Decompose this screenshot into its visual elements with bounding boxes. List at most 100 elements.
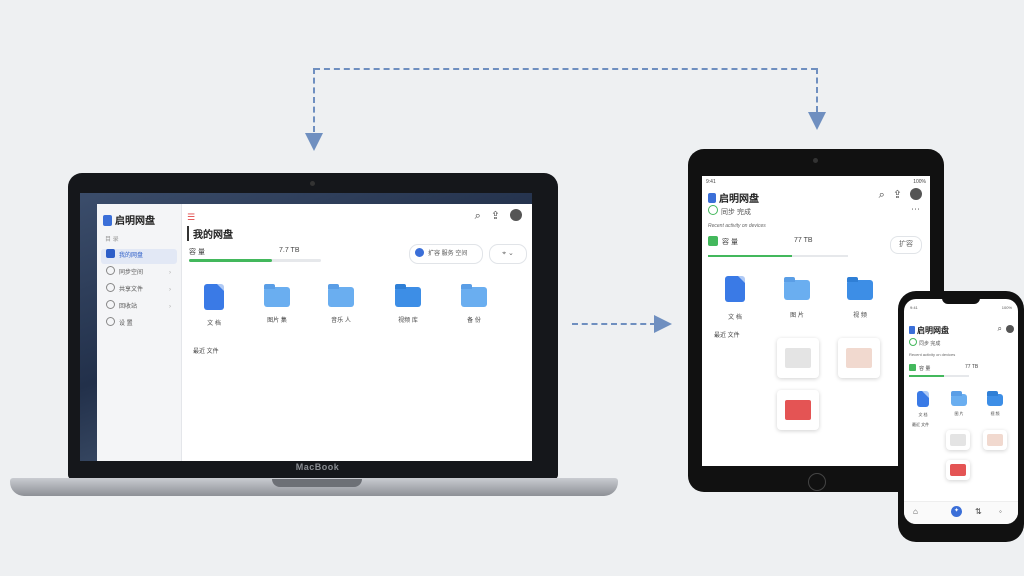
search-icon[interactable]: ⌕ [997, 324, 1002, 333]
phone-app-title: 启明网盘 [909, 325, 949, 336]
thumbnail-card[interactable] [983, 430, 1007, 450]
laptop-sidebar: 启明网盘 目 录 我的网盘 同步空间› 共享文件› 回收站› 设 置 [97, 204, 182, 461]
section-label: Recent activity on devices [708, 223, 766, 229]
laptop-base [10, 478, 618, 496]
file-item-folder[interactable]: 图 片 [944, 391, 974, 417]
phone-notch [942, 296, 980, 304]
storage-button[interactable]: 扩容 [890, 236, 922, 254]
location-button[interactable]: ⌖ ⌄ [489, 244, 527, 264]
phone-toolbar: ⌕ [994, 324, 1014, 334]
folder-icon [264, 284, 290, 307]
file-item-documents[interactable]: 文 档 [186, 284, 242, 327]
gear-icon [106, 317, 115, 326]
file-label: 备 份 [467, 318, 481, 324]
storage-value: 7.7 TB [279, 247, 300, 254]
doc-icon [725, 276, 745, 302]
logo-icon [708, 193, 716, 203]
status-time: 9:41 [706, 179, 716, 185]
storage-label: 容 量 [722, 239, 738, 246]
sidebar-item-trash[interactable]: 回收站 › [101, 300, 177, 315]
search-icon[interactable]: ⌕ [878, 189, 885, 201]
file-item-folder[interactable]: 视 频 [837, 277, 883, 319]
avatar[interactable] [910, 188, 922, 200]
file-item-folder[interactable]: 图片 集 [249, 284, 305, 324]
file-label: 图 片 [954, 411, 964, 416]
app-logo-text: 启明网盘 [115, 216, 155, 227]
phone-tab-bar: ⌂ ✦ ⇅ ◦ [904, 501, 1018, 524]
sidebar-item-label: 回收站 [119, 304, 138, 310]
storage-summary: 容 量 77 TB [708, 236, 854, 258]
storage-summary: 容 量 7.7 TB [189, 247, 319, 257]
file-label: 文 档 [728, 315, 742, 321]
app-logo[interactable]: 启明网盘 [103, 212, 155, 227]
section-label: Recent activity on devices [909, 352, 956, 357]
folder-icon [328, 284, 354, 307]
upgrade-button[interactable]: 扩容 服务 空间 [409, 244, 483, 264]
app-title-text: 启明网盘 [917, 326, 949, 335]
profile-icon[interactable]: ◦ [999, 507, 1002, 516]
recent-files-link[interactable]: 最近 文件 [912, 422, 930, 427]
page-title: 我的网盘 [187, 226, 233, 241]
sidebar-item-sync[interactable]: 同步空间› [101, 266, 177, 281]
file-item-folder[interactable]: 视频 库 [380, 284, 436, 324]
sync-status-label: 同步 完成 [721, 209, 751, 216]
info-icon [415, 248, 424, 257]
status-time: 9:41 [910, 305, 918, 310]
upload-icon[interactable]: ⇪ [490, 210, 500, 222]
storage-progress-bar [708, 255, 848, 257]
more-icon[interactable]: ⋯ [911, 204, 920, 214]
file-item-documents[interactable]: 文 档 [712, 276, 758, 321]
arrow-down-icon [808, 112, 826, 130]
avatar[interactable] [1006, 325, 1014, 333]
thumbnail-card[interactable] [838, 338, 880, 378]
file-item-documents[interactable]: 文 档 [908, 391, 938, 418]
file-item-folder[interactable]: 图 片 [774, 277, 820, 319]
folder-icon [784, 277, 810, 300]
recent-files-link[interactable]: 最近 文件 [714, 333, 740, 339]
sidebar-item-shared[interactable]: 共享文件› [101, 283, 177, 298]
thumbnail-card[interactable] [946, 460, 970, 480]
sidebar-item-settings[interactable]: 设 置 [101, 317, 177, 332]
folder-icon [951, 391, 967, 406]
menu-icon[interactable]: ☰ [187, 212, 196, 222]
file-label: 图 片 [790, 313, 804, 319]
storage-icon [909, 364, 916, 371]
file-item-folder[interactable]: 视 频 [980, 391, 1010, 417]
phone-status-bar: 9:41 100% [910, 305, 1012, 310]
upgrade-label: 扩容 服务 空间 [428, 251, 468, 257]
file-label: 文 档 [918, 412, 928, 417]
arrow-right-icon [654, 315, 672, 333]
storage-label: 容 量 [919, 366, 931, 372]
sync-connector-left-drop [313, 68, 315, 132]
file-label: 音乐 人 [331, 318, 351, 324]
avatar[interactable] [510, 209, 522, 221]
storage-summary: 容 量 77 TB [909, 364, 1013, 372]
sidebar-item-label: 我的网盘 [119, 253, 144, 259]
laptop-brand-label: MacBook [295, 462, 340, 472]
search-icon[interactable]: ⌕ [474, 210, 481, 222]
files-icon[interactable]: ✦ [951, 506, 962, 517]
sidebar-item-my-drive[interactable]: 我的网盘 [101, 249, 177, 264]
file-item-folder[interactable]: 备 份 [446, 284, 502, 324]
thumbnail-card[interactable] [777, 390, 819, 430]
sync-icon [708, 205, 718, 215]
pdf-thumbnail [785, 400, 811, 420]
recent-files-link[interactable]: 最近 文件 [193, 349, 219, 355]
image-thumbnail [950, 434, 966, 446]
storage-progress-bar [909, 375, 969, 377]
photo-thumbnail [987, 434, 1003, 446]
share-icon[interactable]: ⇅ [975, 507, 982, 516]
chevron-right-icon: › [169, 304, 171, 310]
thumbnail-card[interactable] [777, 338, 819, 378]
thumbnail-card[interactable] [946, 430, 970, 450]
home-icon[interactable]: ⌂ [913, 507, 918, 516]
tablet-toolbar: ⌕⇪ [871, 188, 922, 202]
upload-icon[interactable]: ⇪ [892, 189, 902, 201]
file-label: 视频 库 [398, 318, 418, 324]
tablet-home-button[interactable] [808, 473, 826, 491]
doc-icon [917, 391, 929, 407]
file-item-folder[interactable]: 音乐 人 [313, 284, 369, 324]
sync-connector-top [314, 68, 817, 70]
chevron-right-icon: › [169, 287, 171, 293]
logo-icon [103, 215, 112, 226]
